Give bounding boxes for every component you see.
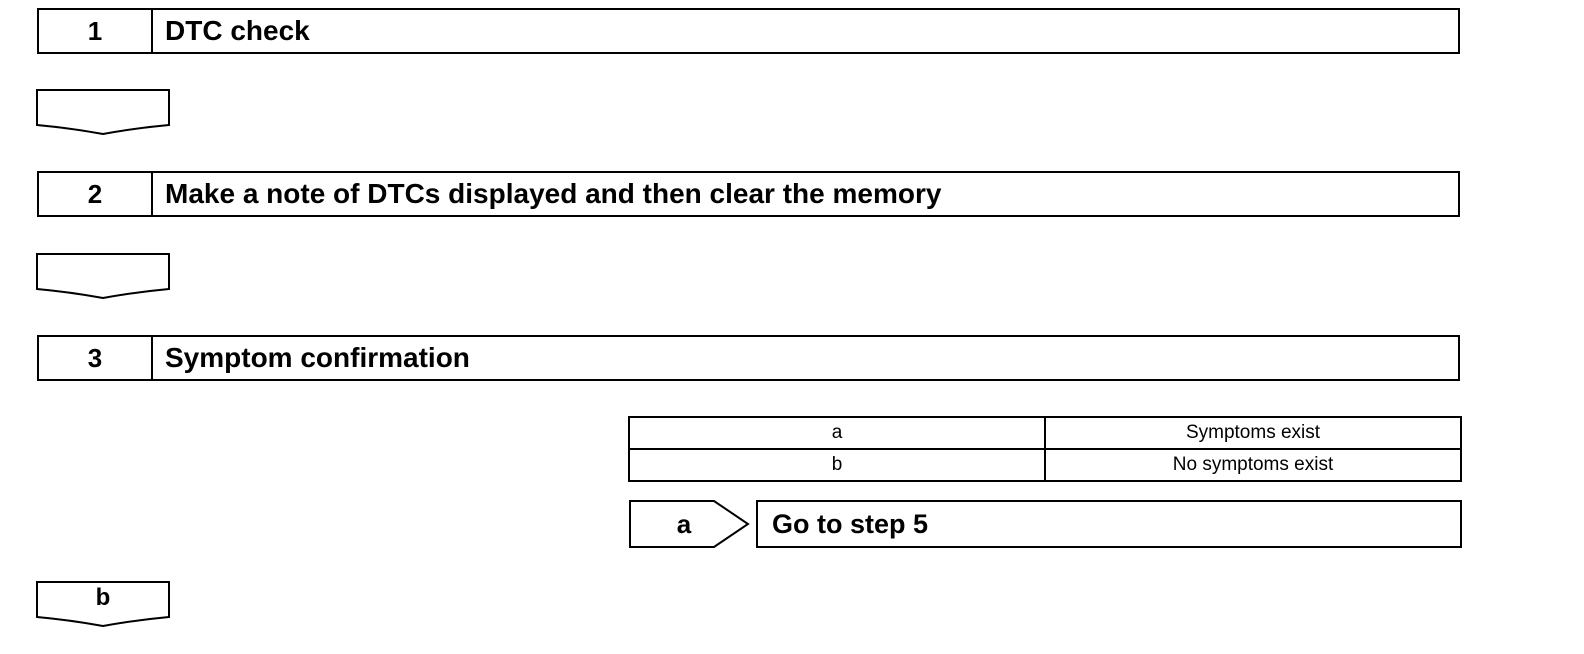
branch-a-action: Go to step 5	[756, 500, 1462, 548]
result-description: No symptoms exist	[1044, 448, 1462, 482]
down-arrow-icon	[36, 253, 170, 300]
flow-down-arrow	[36, 88, 174, 138]
table-row: a Symptoms exist	[628, 416, 1462, 450]
table-row: b No symptoms exist	[628, 448, 1462, 482]
result-code: b	[628, 448, 1046, 482]
step-1-box: 1 DTC check	[37, 8, 1460, 54]
step-title: Make a note of DTCs displayed and then c…	[165, 178, 942, 209]
branch-label: a	[676, 509, 692, 539]
branch-b-arrow: b	[36, 580, 174, 630]
step-number: 2	[39, 173, 153, 215]
step-2-box: 2 Make a note of DTCs displayed and then…	[37, 171, 1460, 217]
step-3-box: 3 Symptom confirmation	[37, 335, 1460, 381]
step-number: 3	[39, 337, 153, 379]
step-number: 1	[39, 10, 153, 52]
down-arrow-icon	[36, 89, 170, 136]
result-table: a Symptoms exist b No symptoms exist	[628, 416, 1462, 482]
step-title: DTC check	[165, 15, 310, 46]
branch-label: b	[95, 584, 111, 611]
flow-down-arrow	[36, 252, 174, 302]
result-code: a	[628, 416, 1046, 450]
step-title: Symptom confirmation	[165, 342, 470, 373]
right-arrow-icon	[629, 500, 750, 548]
result-description: Symptoms exist	[1044, 416, 1462, 450]
branch-a-arrow: a	[628, 499, 752, 551]
down-arrow-icon	[36, 581, 170, 628]
